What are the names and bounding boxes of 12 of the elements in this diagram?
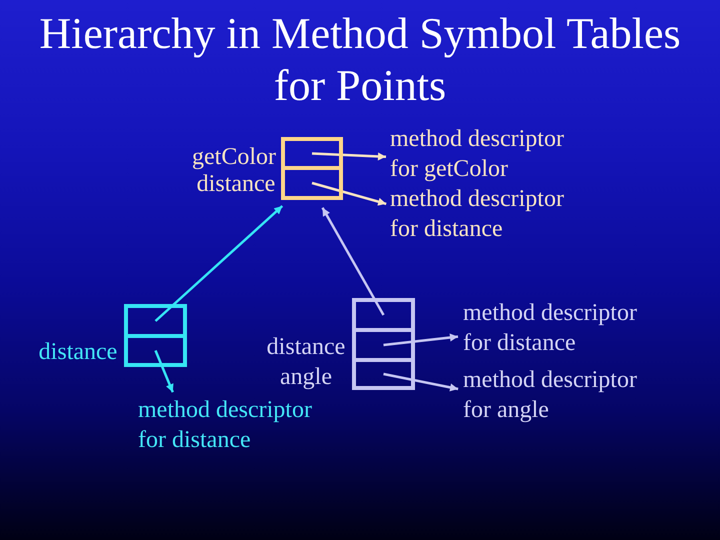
method-name: angle	[280, 363, 332, 391]
slide-title: Hierarchy in Method Symbol Tables for Points	[38, 8, 682, 112]
descriptor-text: method descriptor for distance	[138, 395, 328, 455]
symbol-table	[352, 298, 415, 390]
method-name: distance	[266, 333, 346, 361]
descriptor-text: method descriptor for angle	[463, 365, 653, 425]
method-name: getColor	[192, 143, 276, 171]
method-name: distance	[196, 170, 276, 198]
method-name: distance	[38, 338, 118, 366]
symbol-table	[281, 137, 343, 200]
symbol-table	[124, 304, 187, 367]
descriptor-text: method descriptor for distance	[390, 184, 580, 244]
